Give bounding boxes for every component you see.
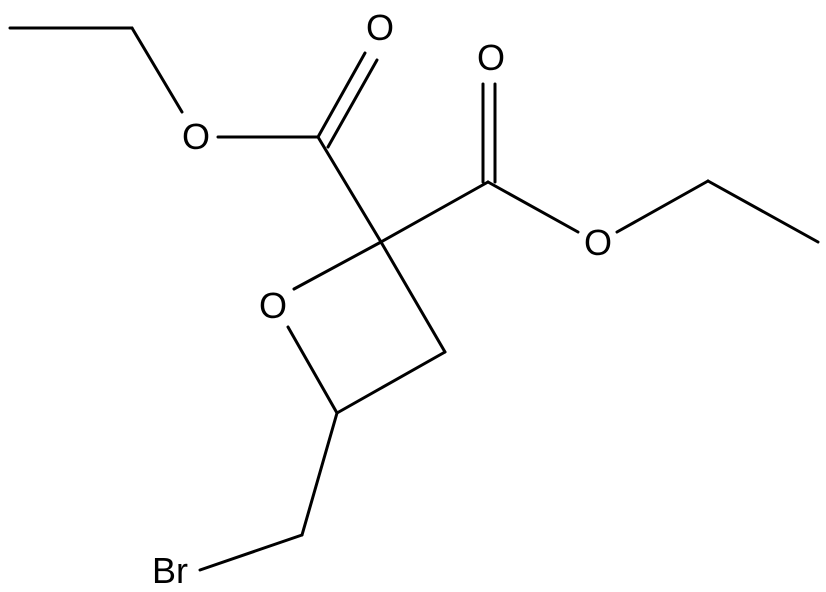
bromine-label: Br — [152, 550, 188, 591]
ester1-carbonyl-oxygen-label: O — [366, 7, 394, 48]
bond-quaternary-ester2-c — [379, 180, 490, 244]
bond-ester1-c-quaternary — [316, 135, 383, 244]
ester2-carbonyl-oxygen-label: O — [477, 37, 505, 78]
ring-oxygen-label: O — [259, 285, 287, 326]
bond-ring-ch-o — [286, 325, 339, 415]
ester1-ether-oxygen-label: O — [182, 116, 210, 157]
ester2-ether-oxygen-label: O — [584, 222, 612, 263]
bond-ring-ch2-ch — [335, 350, 447, 415]
bond-ester1-c-o-double-b — [326, 58, 379, 149]
bond-ring-quaternary-ch2 — [379, 240, 447, 354]
bond-ester2-c-o-single — [486, 180, 580, 234]
bond-ethyl1-ch2-o — [130, 26, 184, 114]
bond-ester1-c-o-double-a — [316, 51, 367, 139]
bond-ch2-br — [198, 533, 304, 572]
bond-ring-ch-ch2br — [300, 411, 339, 537]
bond-ring-quaternary-o — [292, 240, 383, 291]
bond-ester2-o-ch2 — [615, 179, 710, 234]
bond-ethyl2-ch2-ch3 — [706, 179, 820, 244]
